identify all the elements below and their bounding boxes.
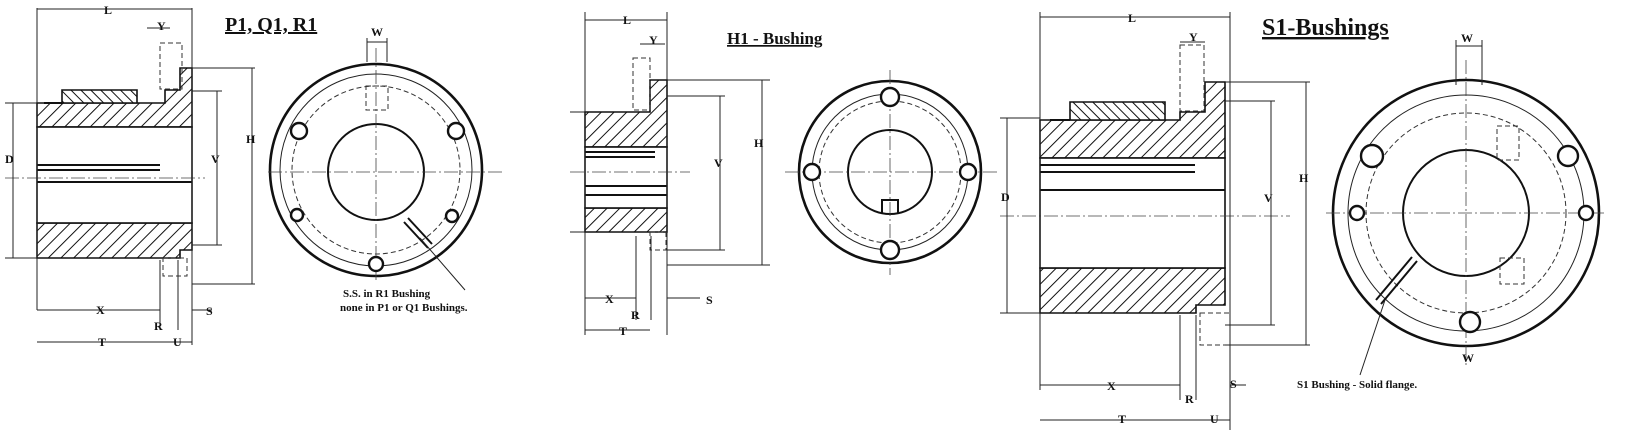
s1-dim-Y: Y xyxy=(1189,30,1198,44)
pqr-side-view: L Y D V H X R S T U xyxy=(5,3,256,349)
pqr-dim-L: L xyxy=(104,3,112,17)
pqr-dim-W: W xyxy=(371,25,383,39)
s1-title: S1-Bushings xyxy=(1262,15,1389,41)
pqr-dim-S: S xyxy=(206,304,213,318)
s1-dim-L: L xyxy=(1128,11,1136,25)
h1-front-view xyxy=(785,70,1000,275)
s1-dim-W-top: W xyxy=(1461,31,1473,45)
s1-note: S1 Bushing - Solid flange. xyxy=(1297,379,1417,391)
s1-diagram: S1-Bushings L Y xyxy=(1000,11,1605,430)
pqr-diagram: P1, Q1, R1 xyxy=(5,3,505,349)
pqr-title: P1, Q1, R1 xyxy=(225,14,317,36)
h1-dim-T: T xyxy=(619,324,627,338)
s1-dim-S: S xyxy=(1230,377,1237,391)
s1-dim-W-bottom: W xyxy=(1462,351,1474,365)
h1-diagram: H1 - Bushing L Y xyxy=(570,12,1000,338)
h1-dim-X: X xyxy=(605,292,614,306)
s1-dim-R: R xyxy=(1185,392,1194,406)
h1-title: H1 - Bushing xyxy=(727,29,823,48)
h1-dim-H: H xyxy=(754,136,764,150)
s1-dim-H: H xyxy=(1299,171,1309,185)
h1-side-view: L Y V H X R S T xyxy=(570,12,770,338)
h1-dim-R: R xyxy=(631,308,640,322)
pqr-dim-U: U xyxy=(173,335,182,349)
pqr-dim-T: T xyxy=(98,335,106,349)
h1-dim-Y: Y xyxy=(649,33,658,47)
h1-dim-V: V xyxy=(714,156,723,170)
s1-dim-U: U xyxy=(1210,412,1219,426)
pqr-dim-D: D xyxy=(5,152,14,166)
pqr-dim-H: H xyxy=(246,132,256,146)
s1-dim-T: T xyxy=(1118,412,1126,426)
s1-side-view: L Y D V H X R S T U xyxy=(1000,11,1310,430)
pqr-note-line-1: S.S. in R1 Bushing xyxy=(343,288,431,300)
pqr-note-line-2: none in P1 or Q1 Bushings. xyxy=(340,302,468,314)
s1-dim-V: V xyxy=(1264,191,1273,205)
pqr-dim-V: V xyxy=(211,152,220,166)
pqr-dim-Y: Y xyxy=(157,19,166,33)
pqr-front-view: W S.S. in R1 Bushing none in P1 or Q1 Bu… xyxy=(268,25,505,314)
h1-dim-S: S xyxy=(706,293,713,307)
pqr-dim-X: X xyxy=(96,303,105,317)
s1-dim-D: D xyxy=(1001,190,1010,204)
s1-front-view: W W S1 Bushing - Solid flange. xyxy=(1297,31,1605,391)
s1-dim-X: X xyxy=(1107,379,1116,393)
pqr-dim-R: R xyxy=(154,319,163,333)
h1-dim-L: L xyxy=(623,13,631,27)
